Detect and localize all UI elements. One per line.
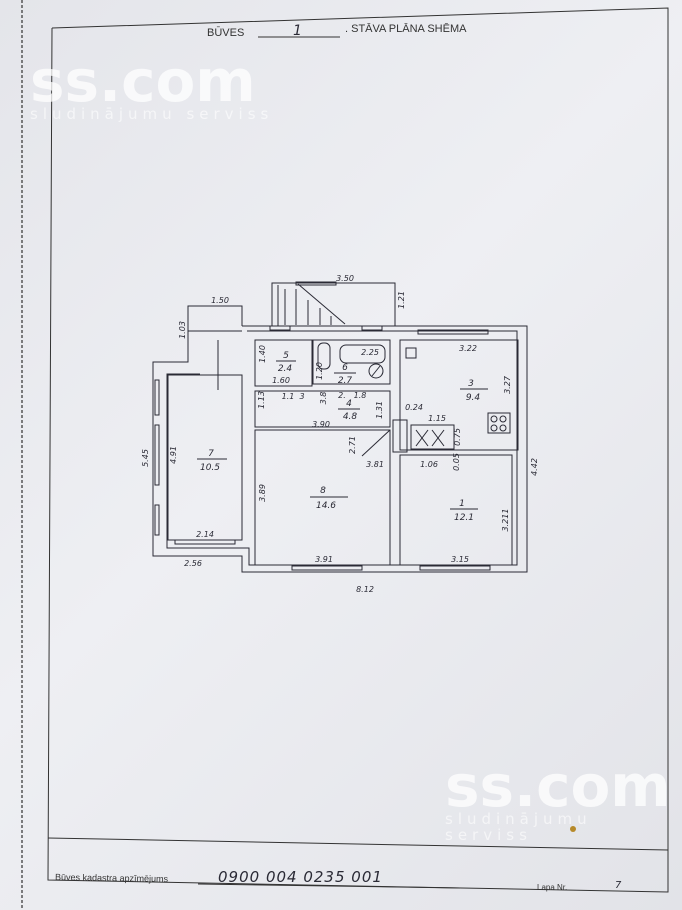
svg-text:7: 7: [208, 449, 214, 459]
room-1: 112.1: [450, 499, 478, 523]
svg-text:1.40: 1.40: [258, 345, 267, 363]
svg-text:2.4: 2.4: [278, 364, 293, 374]
svg-text:1: 1: [459, 499, 465, 509]
room-4: 44.8: [338, 399, 360, 422]
svg-text:3.90: 3.90: [312, 420, 330, 429]
svg-text:3.15: 3.15: [451, 555, 469, 564]
header-prefix: BŪVES: [207, 27, 244, 39]
svg-text:4.8: 4.8: [343, 412, 358, 422]
svg-text:4.91: 4.91: [169, 446, 178, 464]
page-number: 7: [615, 880, 622, 891]
svg-text:1.1: 1.1: [282, 392, 295, 401]
svg-text:1.8: 1.8: [354, 391, 367, 400]
svg-text:3.8: 3.8: [319, 392, 328, 405]
svg-text:6: 6: [342, 363, 348, 373]
stain-mark: [570, 826, 576, 832]
svg-text:1.03: 1.03: [178, 321, 187, 339]
svg-text:9.4: 9.4: [466, 393, 481, 403]
svg-text:3.91: 3.91: [315, 555, 333, 564]
svg-text:10.5: 10.5: [200, 463, 220, 473]
svg-text:1.15: 1.15: [428, 414, 446, 423]
svg-text:3.89: 3.89: [258, 484, 267, 502]
room-3: 39.4: [460, 379, 488, 403]
frame-border: [47, 7, 669, 893]
svg-text:3: 3: [299, 392, 304, 401]
svg-text:0.24: 0.24: [405, 403, 423, 412]
room-5: 52.4: [276, 351, 296, 374]
svg-text:3.27: 3.27: [503, 375, 512, 394]
walls: [152, 281, 528, 573]
svg-text:3.50: 3.50: [336, 274, 354, 283]
dimension-labels: 3.50 1.21 1.50 1.03 1.40 1.60 1.20 2.25 …: [141, 274, 539, 594]
svg-text:14.6: 14.6: [316, 501, 336, 511]
svg-text:2.71: 2.71: [348, 436, 357, 454]
svg-text:3.22: 3.22: [459, 344, 477, 353]
svg-text:3.211: 3.211: [501, 509, 510, 532]
svg-text:2.56: 2.56: [184, 559, 202, 568]
footer-divider: [47, 837, 669, 851]
svg-text:8: 8: [320, 486, 326, 496]
svg-text:2.14: 2.14: [196, 530, 214, 539]
svg-text:1.20: 1.20: [315, 362, 324, 380]
svg-text:5: 5: [283, 351, 289, 361]
svg-text:2.: 2.: [338, 391, 346, 400]
page-label: Lapa Nr.: [537, 883, 567, 892]
svg-text:0.05: 0.05: [452, 453, 461, 471]
svg-text:1.06: 1.06: [420, 460, 438, 469]
svg-text:3.81: 3.81: [366, 460, 384, 469]
room-7: 710.5: [197, 449, 227, 473]
svg-text:1.21: 1.21: [397, 291, 406, 309]
svg-text:12.1: 12.1: [454, 513, 474, 523]
svg-text:4: 4: [346, 399, 352, 409]
svg-text:4.42: 4.42: [530, 458, 539, 476]
svg-text:5.45: 5.45: [141, 449, 150, 467]
svg-text:1.13: 1.13: [257, 391, 266, 409]
room-labels: 112.1 39.4 44.8 52.4 62.7 710.5 814.6: [197, 351, 488, 523]
svg-text:1.50: 1.50: [211, 296, 229, 305]
svg-text:2.7: 2.7: [338, 376, 353, 386]
svg-text:1.60: 1.60: [272, 376, 290, 385]
header-title: . STĀVA PLĀNA SHĒMA: [345, 23, 467, 35]
room-6: 62.7: [334, 363, 356, 386]
cadastre-value: 0900 004 0235 001: [218, 868, 383, 886]
cadastre-label: Būves kadastra apzīmējums: [55, 872, 169, 884]
svg-text:1.31: 1.31: [375, 401, 384, 419]
svg-text:3: 3: [468, 379, 474, 389]
svg-text:2.25: 2.25: [361, 348, 379, 357]
room-8: 814.6: [310, 486, 348, 511]
svg-text:8.12: 8.12: [356, 585, 374, 594]
svg-text:0.75: 0.75: [453, 428, 462, 446]
floor-number: 1: [293, 23, 302, 39]
